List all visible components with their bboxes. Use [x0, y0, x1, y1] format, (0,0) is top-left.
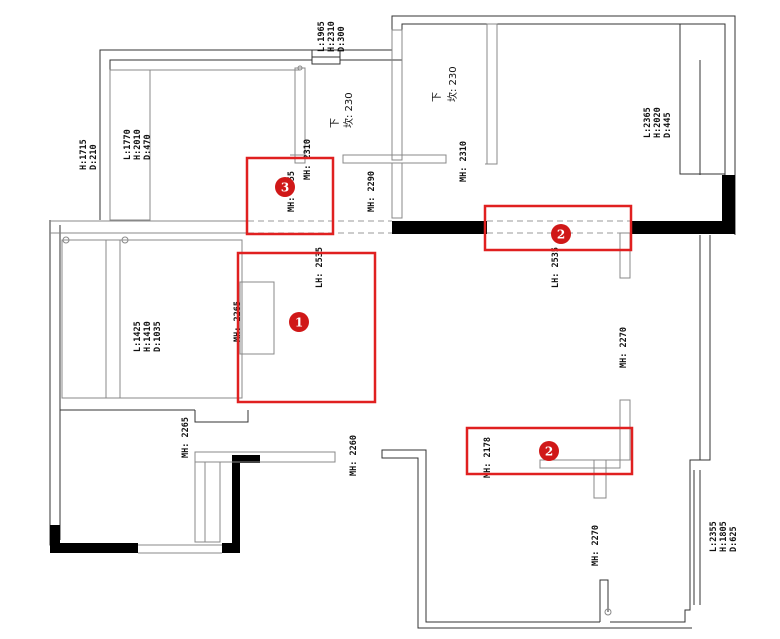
- thick-walls: [50, 175, 735, 553]
- svg-text:H:1410: H:1410: [143, 321, 153, 352]
- svg-text:坎: 230: 坎: 230: [342, 92, 355, 128]
- highlight-box-2-top: [483, 204, 633, 252]
- svg-text:MH: 2270: MH: 2270: [619, 327, 629, 368]
- svg-text:3: 3: [281, 181, 289, 195]
- svg-text:L:1770: L:1770: [123, 129, 133, 160]
- svg-text:MH: 2270: MH: 2270: [591, 525, 601, 566]
- bed-dims: L:1425 H:1410 D:1035: [133, 321, 163, 352]
- svg-text:H:1805: H:1805: [719, 521, 729, 552]
- svg-text:LH: 2535: LH: 2535: [551, 247, 561, 288]
- wardrobe-dims: L:1770 H:2010 D:470: [123, 129, 153, 160]
- badge-1: 1: [289, 312, 309, 332]
- svg-text:D:625: D:625: [729, 526, 739, 552]
- window-dims-top: L:1965 H:2310 D:300: [317, 21, 347, 52]
- svg-text:H:2020: H:2020: [653, 107, 663, 138]
- svg-text:MH: 2290: MH: 2290: [367, 171, 377, 212]
- svg-text:2: 2: [557, 228, 565, 242]
- svg-text:D:470: D:470: [143, 134, 153, 160]
- svg-text:1: 1: [295, 316, 303, 330]
- highlight-box-1: [236, 251, 377, 404]
- svg-text:MH: 2260: MH: 2260: [349, 435, 359, 476]
- svg-text:L:1425: L:1425: [133, 321, 143, 352]
- svg-text:H:2010: H:2010: [133, 129, 143, 160]
- svg-text:下: 下: [330, 118, 341, 128]
- svg-text:D:445: D:445: [663, 112, 673, 138]
- svg-text:坎: 230: 坎: 230: [446, 66, 459, 102]
- svg-text:D:1035: D:1035: [153, 321, 163, 352]
- interior-partitions: [50, 23, 631, 616]
- step-annotations: 下 坎: 230 下 坎: 230: [330, 66, 459, 128]
- badge-2-bottom: 2: [539, 441, 559, 461]
- svg-text:MH: 2310: MH: 2310: [459, 141, 469, 182]
- highlight-box-3: [245, 156, 335, 236]
- highlight-box-2-bottom: [465, 426, 634, 476]
- svg-text:D:210: D:210: [89, 144, 99, 170]
- svg-text:2: 2: [545, 445, 553, 459]
- window-dims-right-bot: L:2355 H:1805 D:625: [709, 521, 739, 552]
- svg-text:LH: 2535: LH: 2535: [315, 247, 325, 288]
- highlight-boxes: [236, 156, 634, 476]
- svg-text:L:2365: L:2365: [643, 107, 653, 138]
- window-dims-right-top: L:2365 H:2020 D:445: [643, 107, 673, 138]
- svg-text:MH: 2265: MH: 2265: [181, 417, 191, 458]
- svg-text:D:300: D:300: [337, 26, 347, 52]
- svg-text:L:2355: L:2355: [709, 521, 719, 552]
- outer-walls: [49, 15, 736, 629]
- svg-text:MH: 2310: MH: 2310: [303, 139, 313, 180]
- badge-2-top: 2: [551, 224, 571, 244]
- svg-text:H:1715: H:1715: [79, 139, 89, 170]
- badge-3: 3: [275, 177, 295, 197]
- window-dims-left: H:1715 D:210: [79, 139, 99, 170]
- svg-text:MH: 2178: MH: 2178: [483, 437, 493, 478]
- svg-text:L:1965: L:1965: [317, 21, 327, 52]
- svg-text:下: 下: [432, 92, 443, 102]
- svg-text:H:2310: H:2310: [327, 21, 337, 52]
